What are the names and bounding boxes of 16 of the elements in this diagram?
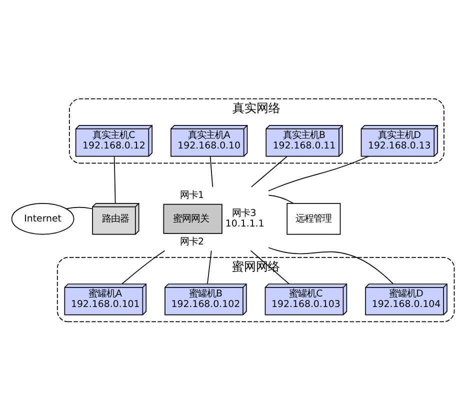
node-ellipse: Internet	[11, 203, 74, 235]
connector	[268, 194, 294, 204]
connector	[66, 206, 93, 210]
node-label: 网卡3	[232, 208, 256, 220]
connector	[268, 156, 370, 192]
node-label: 网卡2	[180, 236, 204, 248]
connector	[210, 156, 214, 188]
connector	[250, 250, 290, 284]
connector	[114, 156, 116, 204]
node-box: 远程管理	[286, 203, 341, 235]
connector	[251, 156, 288, 188]
node-label: 10.1.1.1	[225, 218, 264, 230]
node-label: 网卡1	[180, 190, 204, 202]
connector	[207, 250, 212, 284]
connector	[268, 247, 394, 284]
connector	[122, 250, 166, 284]
